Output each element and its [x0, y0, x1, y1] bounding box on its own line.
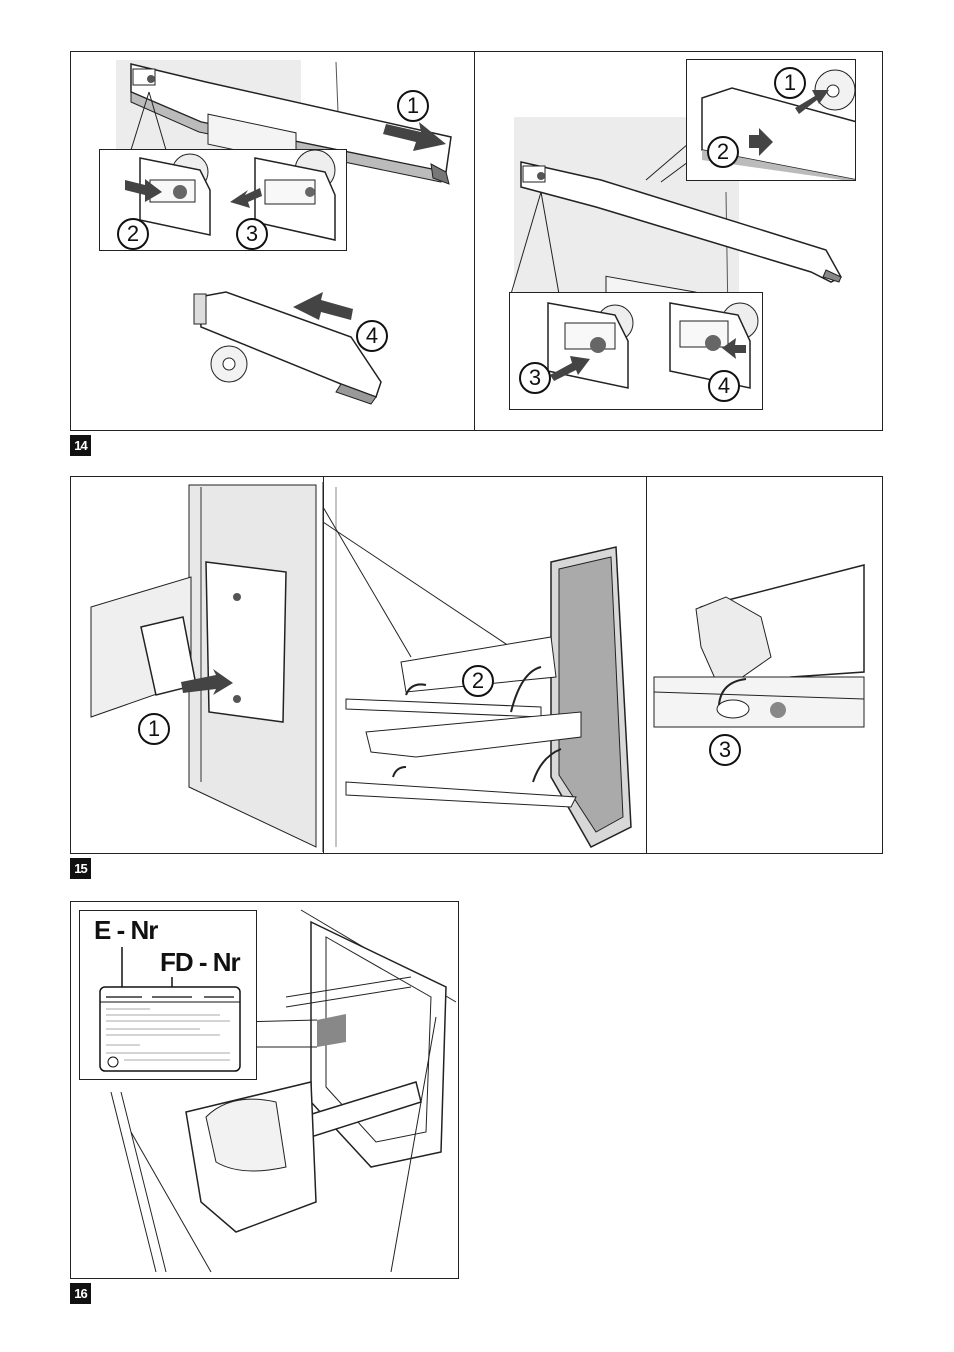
fig15-step-1: 1 — [138, 713, 170, 745]
figure-15-badge: 15 — [70, 858, 91, 879]
figure-16-frame: E - Nr FD - Nr — [70, 901, 459, 1279]
figure-14-frame: 1 2 3 4 1 2 3 4 — [70, 51, 883, 431]
fig14-step-left-2: 2 — [117, 218, 149, 250]
fig14-step-left-3: 3 — [236, 218, 268, 250]
figure-15-divider-2 — [646, 477, 647, 853]
figure-14-divider — [474, 52, 475, 430]
fig14-step-right-1: 1 — [774, 67, 806, 99]
fig14-step-left-4: 4 — [356, 320, 388, 352]
fig15-step-2: 2 — [462, 665, 494, 697]
fig14-step-right-4: 4 — [708, 370, 740, 402]
fig15-step-3: 3 — [709, 734, 741, 766]
fig14-step-right-2: 2 — [707, 136, 739, 168]
rating-label-inset: E - Nr FD - Nr — [79, 910, 257, 1080]
figure-15-frame: 1 2 3 — [70, 476, 883, 854]
figure-14-badge: 14 — [70, 435, 91, 456]
fig14-step-left-1: 1 — [397, 90, 429, 122]
rating-plate-graphic — [80, 911, 257, 1080]
figure-16-badge: 16 — [70, 1283, 91, 1304]
fig14-step-right-3: 3 — [519, 362, 551, 394]
figure-15-divider-1 — [323, 477, 324, 853]
